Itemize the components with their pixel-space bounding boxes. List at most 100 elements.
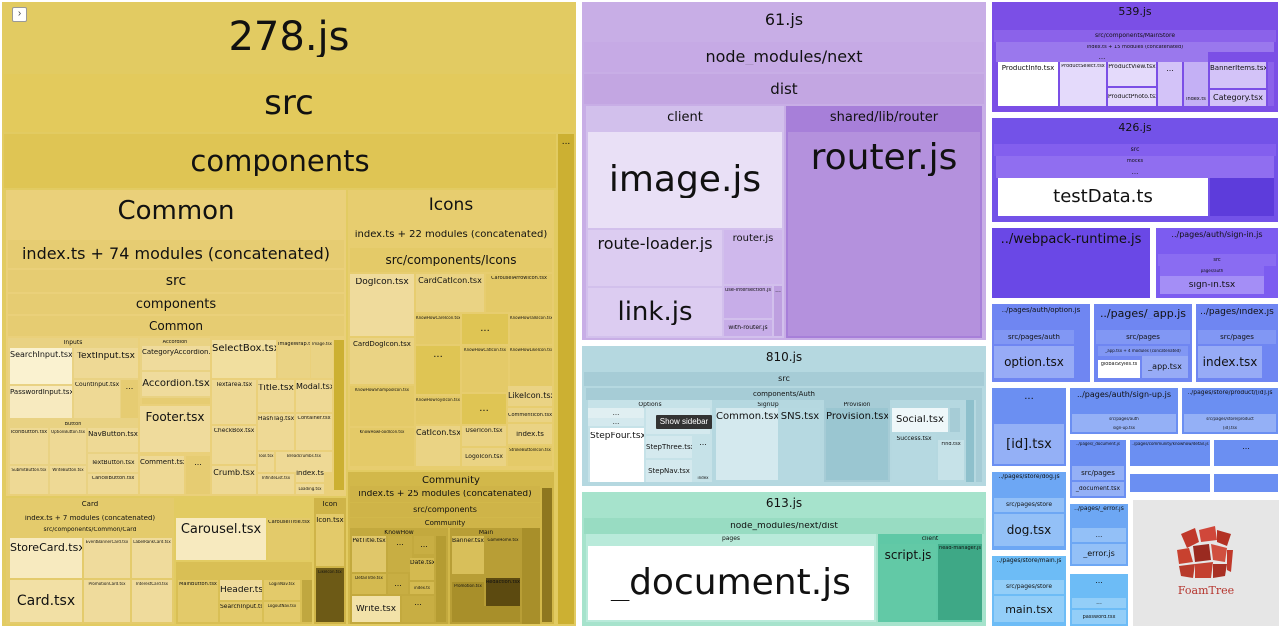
module-carousel-tsx[interactable]: Carousel.tsx — [176, 518, 266, 560]
module-document-js[interactable]: _document.js — [588, 546, 874, 620]
module-inputs-more[interactable]: ... — [121, 380, 138, 418]
module-loading-tsx[interactable]: Loading.tsx — [296, 484, 324, 494]
module-node-modules-next[interactable]: node_modules/next — [584, 42, 984, 72]
module-card-src[interactable]: src/components/Common/Card — [8, 524, 172, 536]
module-date-tsx[interactable]: Date.tsx — [410, 558, 434, 580]
module-infinite-list[interactable]: InfiniteList.tsx — [258, 474, 294, 494]
module-password-tsx[interactable]: password.tsx — [1072, 610, 1126, 624]
module-checkbox[interactable]: CheckBox.tsx — [212, 426, 256, 464]
module-user-icon[interactable]: UserIcon.tsx — [462, 426, 506, 446]
module-know-how-talk-icon[interactable]: KnowHowTalkIcon.tsx — [510, 314, 552, 344]
module-accordion-more[interactable] — [142, 398, 210, 404]
module-option-button[interactable]: OptionButton.tsx — [50, 428, 86, 464]
module-page-dots-2[interactable] — [1130, 474, 1210, 492]
module-stepfour[interactable]: StepFour.tsx — [590, 428, 644, 482]
module-head-manager[interactable]: head-manager.js — [938, 544, 982, 620]
module-page-dots-3[interactable] — [1214, 474, 1278, 492]
module-main-more-2[interactable] — [452, 606, 520, 622]
module-main-bottom-side[interactable] — [302, 580, 312, 622]
module-modal-tsx[interactable]: Modal.tsx — [296, 380, 332, 412]
module-product-id-tsx[interactable]: [id].tsx — [1184, 424, 1276, 432]
module-write-tsx[interactable]: Write.tsx — [352, 596, 400, 622]
module-tool-tsx[interactable]: Tool.tsx — [258, 452, 274, 472]
module-knowhow-page[interactable]: ../pages/community/knowhow/detail.js — [1130, 440, 1210, 466]
module-community-comm[interactable]: Community — [350, 518, 540, 528]
module-product-id-src[interactable]: src/pages/store/product — [1184, 414, 1276, 424]
module-539-cells-1[interactable] — [1184, 62, 1208, 92]
module-main-more-1[interactable] — [452, 576, 484, 580]
module-login-nav[interactable]: LoginNav.tsx — [264, 580, 300, 600]
module-options-more-1[interactable]: ... — [588, 408, 644, 418]
module-nav-button[interactable]: NavButton.tsx — [88, 428, 138, 452]
module-title-tsx[interactable]: Title.tsx — [258, 380, 294, 412]
module-id-tsx[interactable]: [id].tsx — [994, 424, 1064, 464]
module-comment-icon[interactable]: CommentIcon.tsx — [508, 408, 552, 422]
module-test-data[interactable]: testData.ts — [998, 178, 1208, 216]
module-knowhow-more-4[interactable]: ... — [402, 596, 434, 622]
module-icons-more-1[interactable]: ... — [462, 314, 508, 344]
module-promotion-card[interactable]: PromotionCard.tsx — [84, 580, 130, 622]
module-sign-in-tsx[interactable]: sign-in.tsx — [1160, 276, 1264, 294]
module-stroke-button-icon[interactable]: StrokeButtonIcon.tsx — [508, 446, 552, 466]
module-banner-items[interactable]: BannerItems.tsx — [1210, 62, 1266, 88]
module-webpack-runtime[interactable]: ../webpack-runtime.js — [992, 228, 1150, 298]
module-know-how-food-icon[interactable]: KnowHowFoodIcon.tsx — [350, 428, 414, 466]
module-icons-more-2[interactable]: ... — [416, 346, 460, 394]
module-knowhow-more-2[interactable]: ... — [414, 536, 434, 554]
module-main-tsx[interactable]: main.tsx — [994, 596, 1064, 622]
module-error-dots[interactable]: ... — [1072, 528, 1126, 542]
module-detail-title[interactable]: DetailTitle.tsx — [352, 574, 386, 594]
module-container-tsx[interactable]: Container.tsx — [296, 414, 332, 450]
module-auth-side-1[interactable] — [966, 400, 974, 482]
module-comm-side[interactable] — [522, 528, 540, 624]
module-539-index[interactable]: index.ts + 15 modules (concatenated) — [996, 42, 1274, 52]
module-539-side[interactable] — [1268, 62, 1274, 106]
module-main-src[interactable]: src/pages/store — [994, 580, 1064, 594]
module-app-src[interactable]: src/pages — [1096, 330, 1190, 344]
sidebar-toggle-button[interactable]: › — [12, 7, 27, 22]
module-know-how-toys-icon[interactable]: KnowHowToysIcon.tsx — [416, 396, 460, 424]
module-index-src[interactable]: src/pages — [1198, 330, 1276, 344]
module-product-info[interactable]: ProductInfo.tsx — [998, 62, 1058, 106]
module-common-index[interactable]: index.ts + 74 modules (concatenated) — [8, 240, 344, 268]
module-redaction[interactable]: Redaction.tsx — [486, 578, 520, 610]
module-like-icon[interactable]: LikeIcon.tsx — [508, 386, 552, 406]
module-app-tsx[interactable]: _app.tsx — [1142, 356, 1188, 378]
module-278-components[interactable]: components — [4, 134, 556, 188]
module-search-input-2[interactable]: SearchInput.tsx — [220, 602, 262, 622]
module-common-components[interactable]: components — [8, 294, 344, 314]
module-footer-tsx[interactable]: Footer.tsx — [140, 406, 210, 452]
module-global-styles[interactable]: globalStyles.ts — [1098, 360, 1140, 378]
module-dog-tsx[interactable]: dog.tsx — [994, 514, 1064, 546]
module-carousel-title[interactable]: CarouselTitle.tsx — [268, 518, 310, 560]
module-278-components-more[interactable]: ... — [558, 134, 574, 624]
module-option-tsx[interactable]: option.tsx — [994, 346, 1074, 378]
module-dog-src[interactable]: src/pages/store — [994, 498, 1064, 512]
module-icons-index[interactable]: index.ts + 22 modules (concatenated) — [350, 224, 552, 246]
module-document-src[interactable]: src/pages — [1072, 466, 1124, 480]
module-index-539[interactable]: index.ts — [1184, 92, 1208, 106]
module-with-router[interactable]: with-router.js — [724, 320, 772, 336]
module-node-modules-next-dist[interactable]: node_modules/next/dist — [584, 518, 984, 534]
module-text-input[interactable]: TextInput.tsx — [74, 348, 138, 378]
module-password-input[interactable]: PasswordInput.tsx — [10, 386, 72, 418]
module-knowhow-side[interactable] — [436, 536, 446, 622]
module-278-src[interactable]: src — [4, 74, 574, 132]
module-pet-title[interactable]: PetTitle.tsx — [352, 536, 386, 572]
module-logo-icon[interactable]: LogoIcon.tsx — [462, 448, 506, 466]
module-community-src[interactable]: src/components — [350, 503, 540, 517]
module-product-select[interactable]: ProductSelect.tsx — [1060, 62, 1106, 106]
module-likecon-tsx[interactable]: LikeIcon.tsx — [316, 568, 344, 622]
module-search-input[interactable]: SearchInput.tsx — [10, 348, 72, 384]
module-index-ts-common[interactable]: index.ts — [296, 464, 324, 482]
module-document-tsx[interactable]: _document.tsx — [1072, 482, 1124, 496]
module-icon-tsx[interactable]: Icon.tsx — [316, 514, 344, 566]
module-step-three[interactable]: StepThree.tsx — [646, 436, 692, 458]
module-router-js[interactable]: router.js — [788, 132, 980, 336]
module-script-js[interactable]: script.js — [880, 544, 936, 620]
module-game-home[interactable]: GameHome.tsx — [486, 536, 520, 574]
module-app-index[interactable]: _app.tsx + 4 modules (concatenated) — [1098, 346, 1188, 356]
module-common-side-more[interactable] — [334, 340, 344, 490]
module-index-tsx[interactable]: index.tsx — [1198, 346, 1262, 378]
module-client-61-more[interactable]: ... — [774, 286, 782, 336]
